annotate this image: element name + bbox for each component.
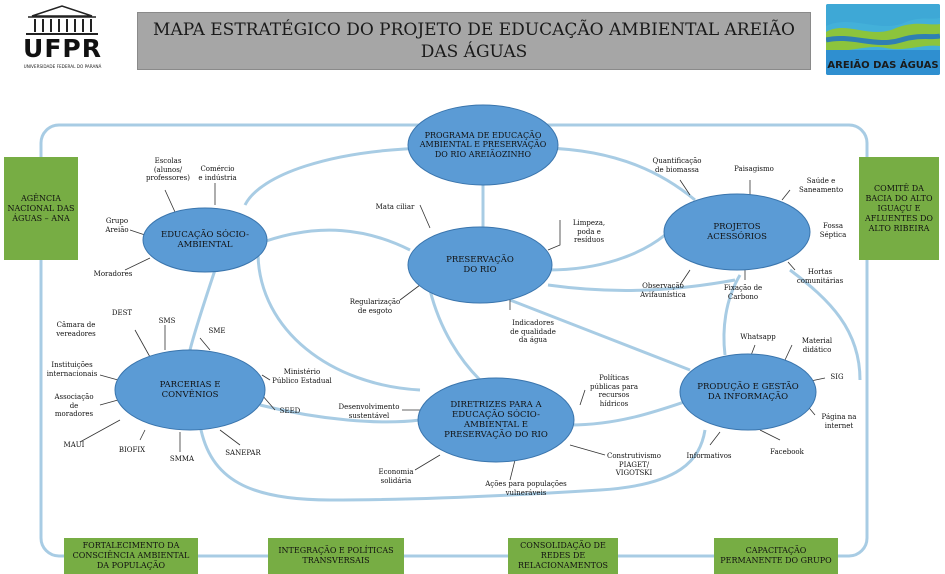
label-seed: SEED bbox=[279, 407, 301, 415]
label-escolas: Escolas (alunos/ professores) bbox=[146, 157, 190, 182]
label-construtivismo: Construtivismo PIAGET/ VIGOTSKI bbox=[606, 452, 662, 477]
label-ministerio: Ministério Público Estadual bbox=[272, 368, 332, 385]
label-hortas: Hortas comunitárias bbox=[796, 268, 844, 285]
label-material: Material didático bbox=[801, 337, 833, 354]
label-camara: Câmara de vereadores bbox=[56, 321, 96, 338]
node-projetos bbox=[663, 193, 811, 271]
label-biofix: BIOFIX bbox=[118, 446, 146, 454]
label-facebook: Facebook bbox=[770, 448, 804, 456]
bottom-box-fortalecimento: FORTALECIMENTO DA CONSCIÊNCIA AMBIENTAL … bbox=[64, 538, 198, 574]
river-landscape-icon bbox=[826, 4, 940, 75]
areiao-logo-text: AREIÃO DAS ÁGUAS bbox=[827, 60, 939, 71]
label-maui: MAUI bbox=[63, 441, 85, 449]
label-sme: SME bbox=[208, 327, 226, 335]
label-whatsapp: Whatsapp bbox=[740, 333, 776, 341]
connector-preservacao-diretrizes bbox=[428, 289, 482, 382]
side-box-comite: COMITÊ DA BACIA DO ALTO IGUAÇU E AFLUENT… bbox=[859, 157, 939, 260]
bottom-box-consolidacao: CONSOLIDAÇÃO DE REDES DE RELACIONAMENTOS bbox=[508, 538, 618, 574]
label-saude: Saúde e Saneamento bbox=[798, 177, 844, 194]
connector-parcerias-diretrizes bbox=[259, 403, 421, 424]
node-parcerias bbox=[114, 349, 266, 431]
label-mata-ciliar: Mata ciliar bbox=[375, 203, 415, 211]
node-preservacao bbox=[407, 226, 553, 304]
label-pagina: Página na internet bbox=[821, 413, 857, 430]
bottom-box-integracao: INTEGRAÇÃO E POLÍTICAS TRANSVERSAIS bbox=[268, 538, 404, 574]
connector-projetos-producao bbox=[722, 274, 742, 356]
ufpr-building-icon bbox=[26, 5, 98, 35]
label-fixacao: Fixação de Carbono bbox=[723, 284, 763, 301]
label-observacao: Observação Avifaunística bbox=[640, 282, 686, 299]
label-dest: DEST bbox=[111, 309, 133, 317]
connector-educacao-preservacao bbox=[254, 228, 411, 252]
node-programa bbox=[407, 104, 559, 186]
connector-programa-projetos bbox=[544, 146, 696, 202]
label-acoes: Ações para populações vulneráveis bbox=[485, 480, 567, 497]
label-fossa: Fossa Séptica bbox=[819, 222, 847, 239]
node-producao bbox=[679, 353, 817, 431]
page-title: MAPA ESTRATÉGICO DO PROJETO DE EDUCAÇÃO … bbox=[137, 12, 811, 70]
label-smma: SMMA bbox=[169, 455, 195, 463]
label-politicas: Políticas públicas para recursos hídrico… bbox=[589, 374, 639, 408]
connector-preservacao-producao bbox=[509, 298, 691, 372]
connector-educacao-diretrizes bbox=[256, 254, 421, 392]
label-moradores: Moradores bbox=[93, 270, 133, 278]
label-regularizacao: Regularização de esgoto bbox=[349, 298, 401, 315]
label-sig: SIG bbox=[830, 373, 844, 381]
connector-programa-educacao bbox=[243, 146, 431, 206]
label-informativos: Informativos bbox=[686, 452, 732, 460]
ufpr-logo-text: UFPR bbox=[23, 34, 102, 63]
side-box-ana: AGÊNCIA NACIONAL DAS ÁGUAS – ANA bbox=[4, 157, 78, 260]
label-economia: Economia solidária bbox=[378, 468, 414, 485]
connector-preservacao-projetos-2 bbox=[547, 278, 736, 292]
label-instituicoes: Instituições internacionais bbox=[46, 361, 98, 378]
label-sms: SMS bbox=[158, 317, 176, 325]
label-paisagismo: Paisagismo bbox=[734, 165, 774, 173]
connector-projetos-right bbox=[789, 268, 862, 381]
label-comercio: Comércio e indústria bbox=[198, 165, 237, 182]
bottom-box-capacitacao: CAPACITAÇÃO PERMANENTE DO GRUPO bbox=[714, 538, 838, 574]
connector-diretrizes-producao bbox=[569, 398, 691, 427]
label-quantificacao: Quantificação de biomassa bbox=[652, 157, 702, 174]
connector-bottom-loop bbox=[198, 424, 707, 502]
label-indicadores: Indicadores de qualidade da água bbox=[510, 319, 556, 344]
node-diretrizes bbox=[417, 377, 575, 463]
areiao-logo: AREIÃO DAS ÁGUAS bbox=[826, 4, 940, 75]
label-desenvolvimento: Desenvolvimento sustentável bbox=[338, 403, 400, 420]
connector-educacao-parcerias bbox=[188, 269, 217, 351]
label-grupo-areiao: Grupo Areião bbox=[105, 217, 129, 234]
node-educacao bbox=[142, 207, 268, 273]
label-limpeza: Limpeza, poda e resíduos bbox=[572, 219, 606, 244]
label-associacao: Associação de moradores bbox=[54, 393, 94, 418]
ufpr-logo-subtext: UNIVERSIDADE FEDERAL DO PARANÁ bbox=[23, 64, 102, 69]
ufpr-logo: UFPR UNIVERSIDADE FEDERAL DO PARANÁ bbox=[10, 4, 115, 69]
label-sanepar: SANEPAR bbox=[225, 449, 261, 457]
connector-preservacao-projetos bbox=[547, 233, 666, 272]
